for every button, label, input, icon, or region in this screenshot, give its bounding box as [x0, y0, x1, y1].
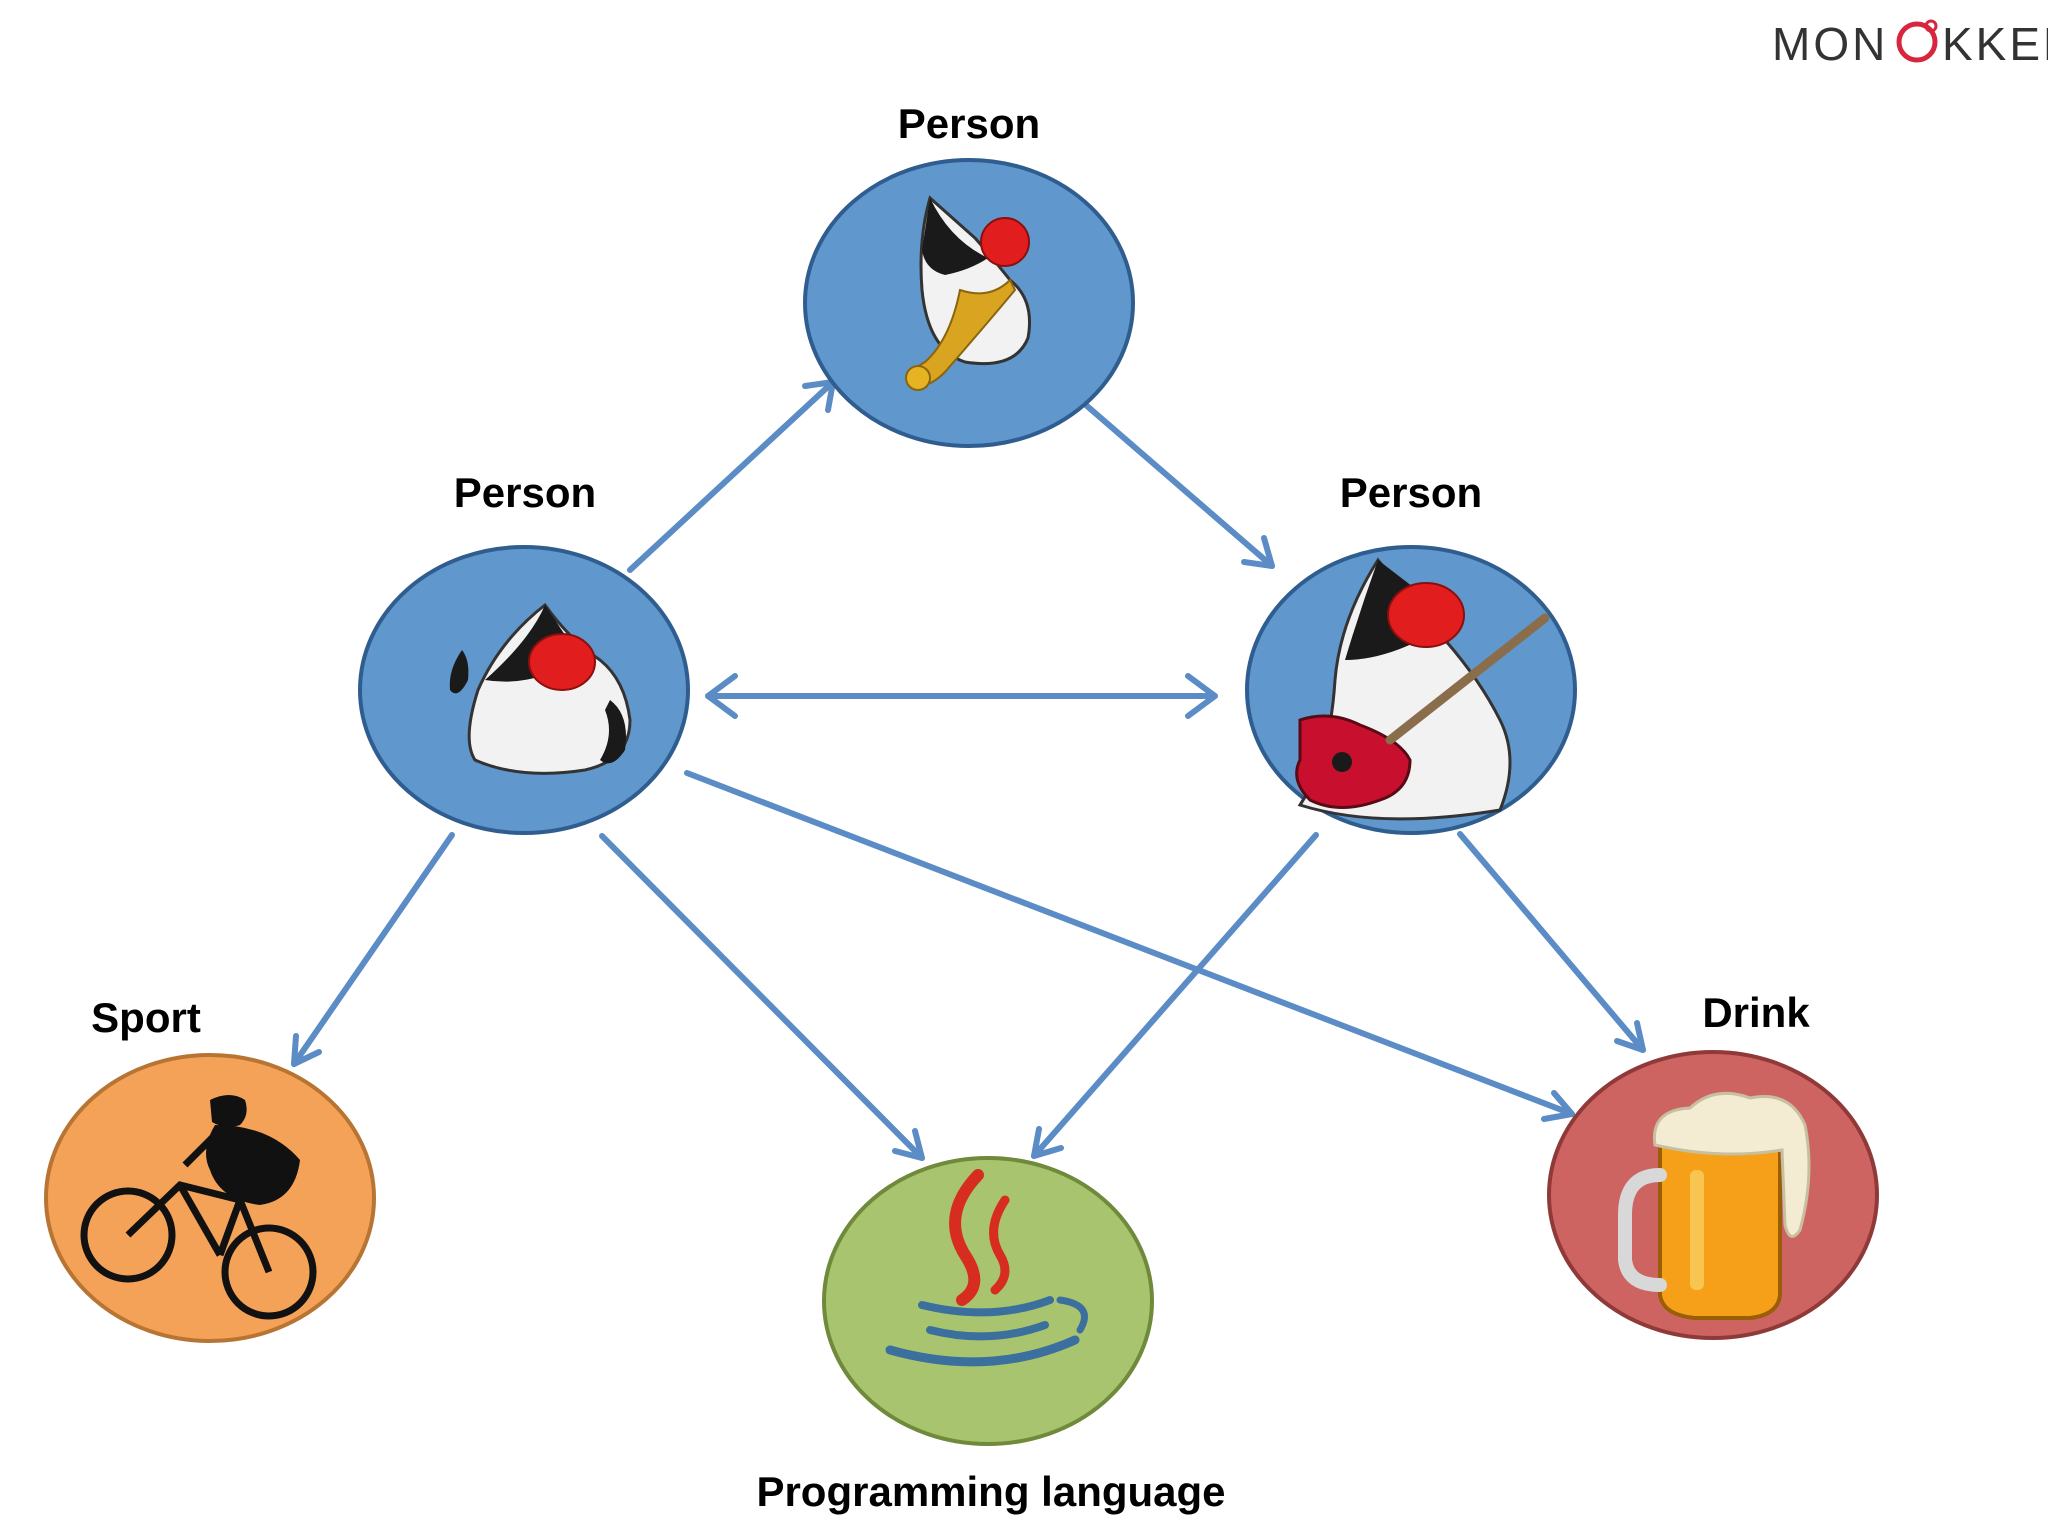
duke-guitar-icon [1295, 557, 1550, 821]
edge-person-top-to-person-right [1084, 403, 1275, 569]
node-label-person-right: Person [1340, 469, 1482, 516]
node-sport: Sport [44, 994, 376, 1343]
edge-person-left-to-person-right [705, 673, 1218, 719]
monokkel-logo: MON KKEL [1772, 18, 2048, 70]
logo-text-prefix: MON [1772, 18, 1888, 70]
node-person-left: Person [358, 469, 690, 835]
node-person-right: Person [1245, 469, 1577, 835]
node-label-sport: Sport [91, 994, 201, 1041]
edges [291, 379, 1646, 1161]
logo-text-suffix: KKEL [1942, 18, 2048, 70]
node-drink: Drink [1547, 989, 1879, 1340]
beer-mug-icon [1618, 1091, 1811, 1320]
logo-ring-icon [1896, 19, 1938, 63]
node-circle-sport [44, 1053, 376, 1343]
duke-saxophone-icon [905, 195, 1032, 391]
edge-person-left-to-drink [684, 770, 1575, 1122]
edge-person-right-to-drink [1457, 831, 1646, 1053]
mountain-bike-rider-icon [80, 1095, 317, 1320]
node-person-top: Person [803, 100, 1135, 448]
node-circle-programming [822, 1156, 1154, 1446]
node-programming: Programming language [756, 1156, 1226, 1515]
edge-person-left-to-person-top [627, 379, 836, 573]
edge-person-right-to-programming [1031, 832, 1319, 1159]
node-label-person-left: Person [454, 469, 596, 516]
node-label-drink: Drink [1702, 989, 1810, 1036]
edge-person-left-to-programming [599, 833, 925, 1161]
java-coffee-cup-icon [885, 1169, 1088, 1367]
node-label-programming: Programming language [756, 1468, 1225, 1515]
node-label-person-top: Person [898, 100, 1040, 147]
edge-person-left-to-sport [291, 832, 455, 1067]
duke-thumbs-up-icon [449, 602, 632, 775]
